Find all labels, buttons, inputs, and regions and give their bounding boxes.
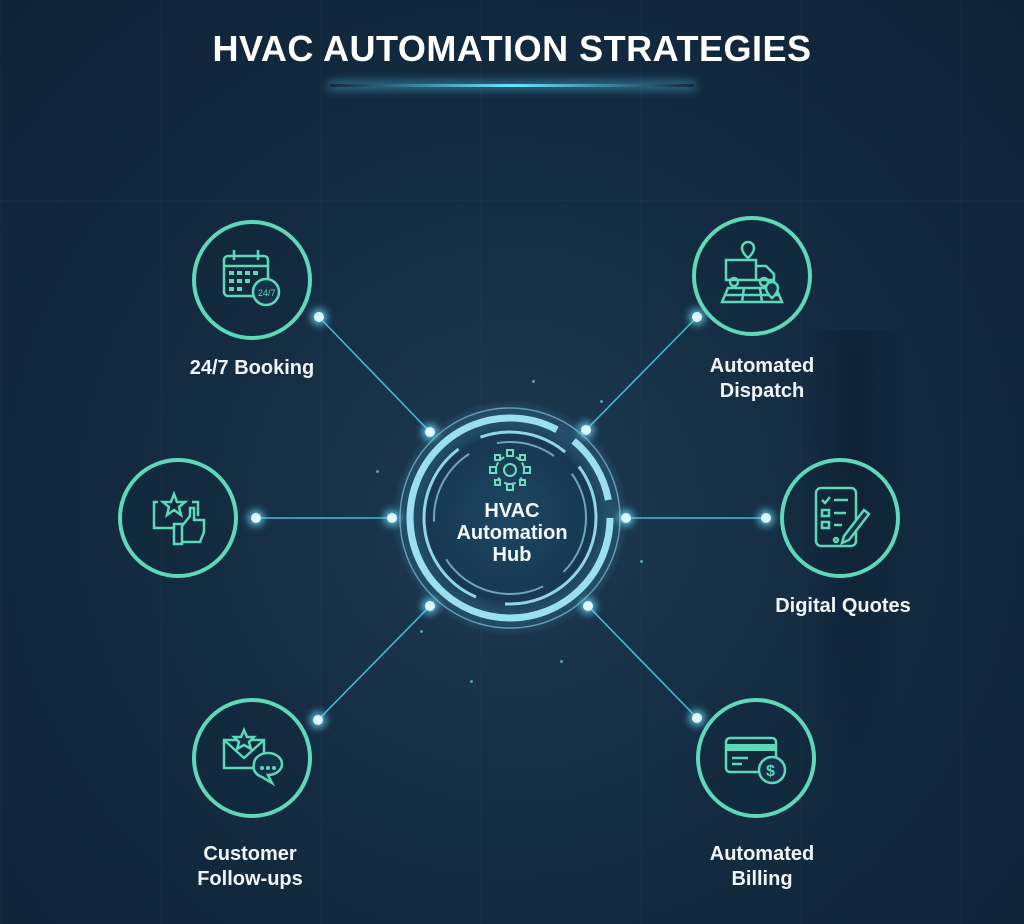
node-booking-label: 24/7 Booking bbox=[189, 357, 315, 379]
connector-dot bbox=[583, 601, 593, 611]
connector-dot bbox=[425, 427, 435, 437]
connector-dot bbox=[692, 312, 702, 322]
connector-dot bbox=[387, 513, 397, 523]
star-thumbs-up-icon bbox=[152, 490, 206, 546]
node-quotes bbox=[780, 458, 900, 578]
node-booking: 24/7 bbox=[192, 220, 312, 340]
node-dispatch-label: Automated Dispatch bbox=[709, 355, 815, 402]
sparkle bbox=[600, 400, 603, 403]
title-underline-glow bbox=[330, 84, 694, 87]
sparkle bbox=[560, 660, 563, 663]
svg-text:$: $ bbox=[766, 763, 775, 780]
sparkle bbox=[532, 380, 535, 383]
sparkle bbox=[640, 560, 643, 563]
node-dispatch bbox=[692, 216, 812, 336]
connector-dot bbox=[313, 715, 323, 725]
connector-dot bbox=[621, 513, 631, 523]
node-followups-label: Customer Follow-ups bbox=[197, 843, 303, 890]
page-title: HVAC AUTOMATION STRATEGIES bbox=[212, 28, 812, 69]
hub-label-line1: HVAC bbox=[484, 500, 540, 522]
connector-dot bbox=[251, 513, 261, 523]
connector-dot bbox=[581, 425, 591, 435]
truck-map-pin-icon bbox=[720, 240, 784, 304]
connector-dot bbox=[314, 312, 324, 322]
node-followups bbox=[192, 698, 312, 818]
credit-card-dollar-icon: $ bbox=[724, 736, 787, 785]
sparkle bbox=[376, 470, 379, 473]
tablet-checklist-pen-icon bbox=[814, 486, 871, 548]
connector-dot bbox=[692, 713, 702, 723]
connector-dot bbox=[761, 513, 771, 523]
calendar-clock-icon: 24/7 bbox=[222, 250, 281, 307]
background-person-silhouette bbox=[800, 330, 910, 850]
node-billing: $ bbox=[696, 698, 816, 818]
node-reviews bbox=[118, 458, 238, 578]
sparkle bbox=[470, 680, 473, 683]
hub-label-line2: Automation bbox=[456, 522, 568, 544]
node-billing-label: Automated Billing bbox=[709, 843, 815, 890]
hub-label-line3: Hub bbox=[492, 544, 532, 566]
envelope-chat-icon bbox=[222, 726, 284, 787]
hub-gear-icon bbox=[489, 449, 531, 491]
sparkle bbox=[420, 630, 423, 633]
hub-rings bbox=[399, 407, 621, 629]
svg-text:24/7: 24/7 bbox=[258, 288, 276, 298]
connector-dot bbox=[425, 601, 435, 611]
node-quotes-label: Digital Quotes bbox=[775, 595, 911, 617]
hub-label: HVAC Automation Hub bbox=[432, 500, 592, 566]
